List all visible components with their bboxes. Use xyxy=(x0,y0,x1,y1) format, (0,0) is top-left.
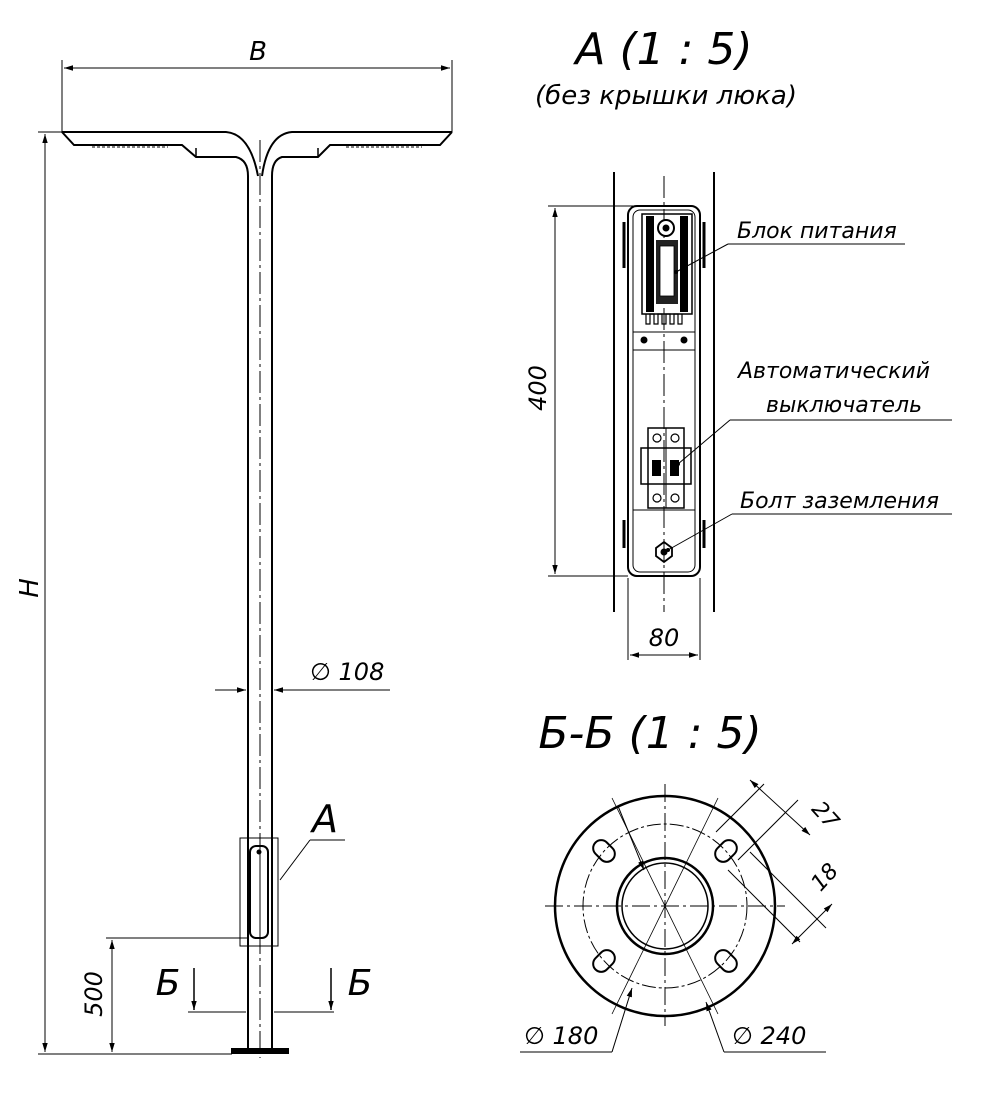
dim-27-label: 27 xyxy=(806,797,843,835)
base-height-dimension: 500 xyxy=(80,937,248,1052)
detail-a-subtitle: (без крышки люка) xyxy=(535,81,797,111)
power-supply-unit xyxy=(633,213,695,351)
service-hatch: A xyxy=(239,797,345,947)
width-80-label: 80 xyxy=(649,624,680,652)
breaker-label-line2: выключатель xyxy=(766,393,922,418)
pole-diameter-dimension: ∅ 108 xyxy=(215,658,390,693)
diameter-labels: ∅ 180 ∅ 240 xyxy=(520,805,826,1053)
base-plate xyxy=(231,1048,289,1054)
inner-diameter-label: ∅ 180 xyxy=(524,1022,598,1050)
section-mark-right: Б xyxy=(348,963,373,1004)
pole-main-view: B H ∅ xyxy=(15,37,453,1058)
luminaire-arms xyxy=(61,131,453,177)
detail-a-view: A (1 : 5) (без крышки люка) xyxy=(524,24,952,660)
breaker-callout: Автоматический выключатель xyxy=(676,359,952,466)
section-mark-left: Б xyxy=(156,963,181,1004)
breaker-label-line1: Автоматический xyxy=(736,359,930,384)
section-bb-title: Б-Б (1 : 5) xyxy=(538,708,761,759)
section-bb-view: Б-Б (1 : 5) 27 18 xyxy=(520,708,844,1053)
width-dimension-b: B xyxy=(61,37,453,132)
base-height-label: 500 xyxy=(80,971,108,1017)
ground-bolt xyxy=(655,540,673,564)
ground-bolt-label: Болт заземления xyxy=(740,489,939,514)
power-unit-label: Блок питания xyxy=(737,219,897,244)
outer-diameter-label: ∅ 240 xyxy=(732,1022,806,1050)
height-label: H xyxy=(15,578,45,598)
ground-bolt-callout: Болт заземления xyxy=(666,489,952,552)
circuit-breaker xyxy=(633,427,695,511)
height-400-dimension: 400 xyxy=(524,205,660,577)
detail-a-title: A (1 : 5) xyxy=(572,24,752,75)
section-line-bb: Б Б xyxy=(156,963,373,1013)
width-label: B xyxy=(249,37,267,67)
height-dimension-h: H xyxy=(15,131,232,1055)
pole-diameter-label: ∅ 108 xyxy=(310,658,384,686)
height-400-label: 400 xyxy=(524,365,552,411)
slot-dimensions: 27 18 xyxy=(715,779,844,945)
width-80-dimension: 80 xyxy=(627,578,701,660)
view-a-callout: A xyxy=(309,797,338,841)
dim-18-label: 18 xyxy=(807,859,844,897)
power-unit-callout: Блок питания xyxy=(674,219,905,274)
bolt-slots xyxy=(592,839,738,973)
